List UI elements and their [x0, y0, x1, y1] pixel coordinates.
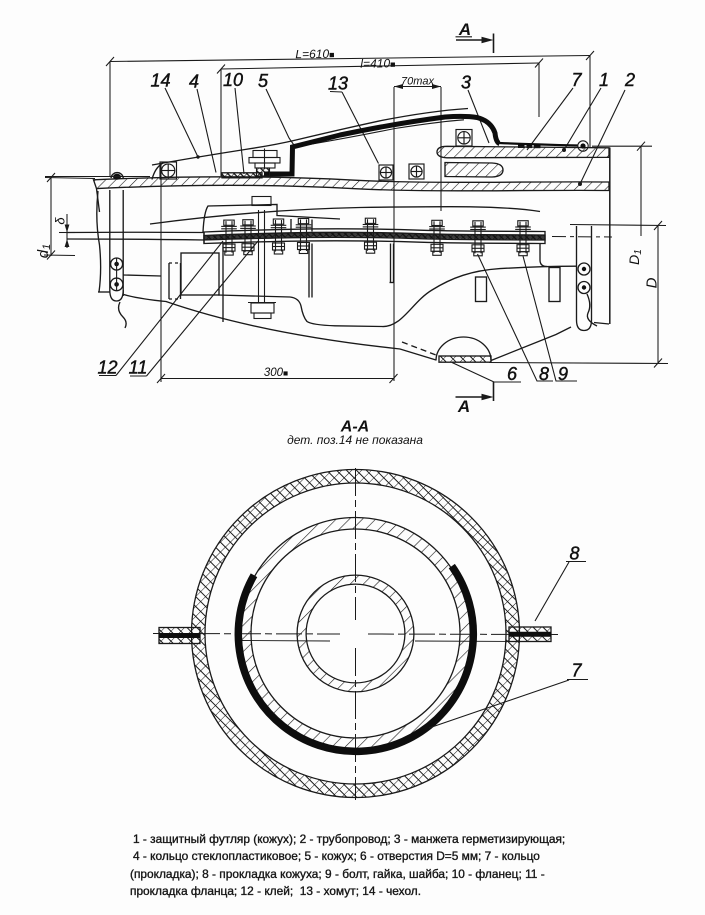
svg-text:A: A	[457, 397, 470, 416]
svg-text:А-А: А-А	[340, 419, 369, 436]
svg-text:11: 11	[129, 358, 148, 378]
svg-text:8: 8	[539, 364, 549, 384]
svg-text:D: D	[644, 277, 661, 288]
svg-text:дет. поз.14 не показана: дет. поз.14 не показана	[287, 433, 423, 447]
svg-text:D1: D1	[626, 249, 644, 265]
svg-text:10: 10	[223, 70, 243, 90]
svg-text:2: 2	[624, 70, 635, 90]
svg-text:δ: δ	[53, 217, 68, 225]
svg-text:7: 7	[571, 661, 582, 681]
svg-text:300■: 300■	[264, 367, 288, 379]
svg-text:A: A	[458, 20, 471, 39]
svg-text:5: 5	[258, 71, 269, 91]
svg-text:70max: 70max	[401, 76, 435, 88]
svg-text:l=410■: l=410■	[360, 56, 395, 70]
svg-text:9: 9	[558, 364, 568, 384]
svg-text:1: 1	[599, 70, 609, 90]
svg-text:6: 6	[507, 364, 518, 384]
svg-text:L=610■: L=610■	[295, 47, 334, 62]
svg-text:4: 4	[189, 72, 199, 92]
svg-text:8: 8	[569, 544, 579, 564]
svg-text:3: 3	[461, 73, 471, 93]
svg-text:13: 13	[328, 74, 348, 94]
svg-text:12: 12	[97, 358, 117, 378]
svg-text:d1: d1	[35, 244, 53, 258]
svg-text:14: 14	[150, 71, 170, 91]
svg-text:7: 7	[571, 70, 582, 90]
